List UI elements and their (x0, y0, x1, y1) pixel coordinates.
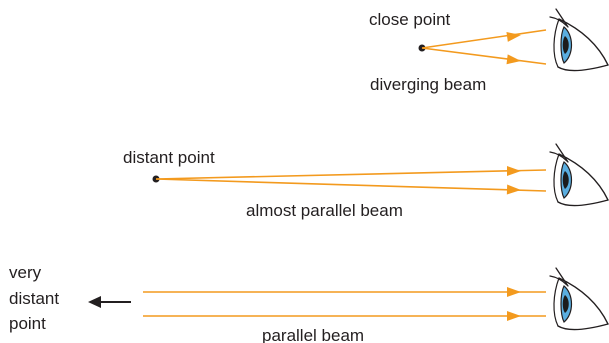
very-distant-point-line1: very (9, 263, 42, 282)
eye-icon (549, 267, 609, 331)
parallel-beam-label: parallel beam (262, 326, 364, 343)
ray-arrow-upper (507, 166, 521, 176)
very-distant-point-line3: point (9, 314, 46, 333)
row-very-distant-point: very distant point parallel beam (9, 263, 609, 343)
close-point-label: close point (369, 10, 451, 29)
row-distant-point: distant point almost parallel beam (123, 143, 609, 220)
eye-icon (549, 8, 609, 72)
distant-point-label: distant point (123, 148, 215, 167)
ray-arrow-upper (507, 287, 521, 297)
ray-upper (421, 29, 547, 49)
almost-parallel-beam-label: almost parallel beam (246, 201, 403, 220)
left-arrow-icon (88, 296, 131, 308)
eye-icon (549, 143, 609, 207)
ray-arrow-upper (506, 30, 522, 42)
row-close-point: close point diverging beam (369, 8, 609, 94)
ray-arrow-lower (506, 184, 522, 195)
ray-lower (421, 47, 547, 65)
ray-lower (155, 178, 547, 192)
very-distant-point-line2: distant (9, 289, 59, 308)
diverging-beam-label: diverging beam (370, 75, 486, 94)
ray-upper (155, 169, 547, 180)
ray-arrow-lower (507, 311, 521, 321)
